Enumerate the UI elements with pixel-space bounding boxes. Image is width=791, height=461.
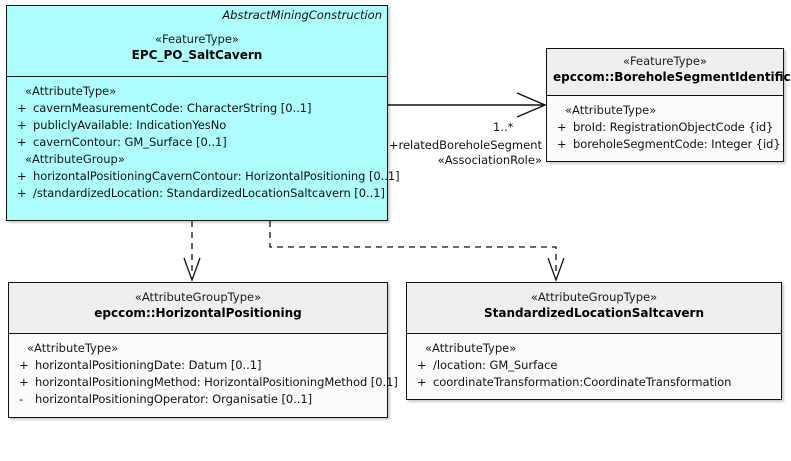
class-body: «AttributeType» + /location: GM_Surface +… — [407, 334, 781, 399]
association-role-label: +relatedBoreholeSegment — [388, 138, 542, 152]
attribute-row: + horizontalPositioningCavernContour: Hor… — [11, 168, 400, 185]
attribute-row: + horizontalPositioningMethod: Horizontal… — [13, 374, 398, 391]
class-body: «AttributeType» + broId: RegistrationObje… — [547, 96, 783, 160]
visibility-marker: + — [17, 169, 27, 183]
visibility-marker: + — [17, 135, 27, 149]
abstract-package-tag: AbstractMiningConstruction — [222, 8, 382, 22]
class-borehole-segment-identification[interactable]: «FeatureType» epccom::BoreholeSegmentIde… — [546, 48, 791, 162]
class-name: StandardizedLocationSaltcavern — [483, 306, 704, 320]
attribute-group-label: «AttributeType» — [425, 341, 517, 355]
association-relatedBoreholeSegment — [388, 92, 547, 118]
attribute-row: + coordinateTransformation:CoordinateTran… — [411, 374, 775, 391]
attribute-text: horizontalPositioningMethod: HorizontalP… — [35, 375, 398, 389]
visibility-marker: + — [557, 120, 567, 134]
attribute-row: + boreholeSegmentCode: Integer {id} — [551, 136, 781, 153]
attribute-text: horizontalPositioningDate: Datum [0..1] — [35, 358, 262, 372]
class-stereotype: «AttributeGroupType» — [530, 290, 658, 304]
association-multiplicity: 1..* — [493, 120, 514, 134]
attribute-row: + horizontalPositioningDate: Datum [0..1] — [13, 357, 381, 374]
attribute-row: + cavernContour: GM_Surface [0..1] — [11, 134, 381, 151]
visibility-marker: - — [19, 392, 24, 406]
attribute-text: boreholeSegmentCode: Integer {id} — [573, 137, 781, 151]
class-stereotype: «FeatureType» — [623, 54, 707, 68]
class-name: epccom::BoreholeSegmentIdentification — [553, 70, 791, 84]
attribute-group-label: «AttributeGroup» — [25, 152, 125, 166]
attribute-row: + /standardizedLocation: StandardizedLoca… — [11, 185, 385, 202]
attribute-text: horizontalPositioningOperator: Organisat… — [35, 392, 313, 406]
attribute-text: cavernContour: GM_Surface [0..1] — [33, 135, 227, 149]
class-stereotype: «FeatureType» — [155, 32, 239, 46]
attribute-row: + broId: RegistrationObjectCode {id} — [551, 119, 777, 136]
class-header: «FeatureType» epccom::BoreholeSegmentIde… — [547, 49, 791, 96]
visibility-marker: + — [19, 375, 29, 389]
visibility-marker: + — [19, 358, 29, 372]
visibility-marker: + — [17, 101, 27, 115]
attribute-row: + publiclyAvailable: IndicationYesNo — [11, 117, 381, 134]
attribute-text: /standardizedLocation: StandardizedLocat… — [33, 186, 385, 200]
class-body: «AttributeType» + horizontalPositioningDa… — [9, 334, 398, 417]
attribute-text: publiclyAvailable: IndicationYesNo — [33, 118, 227, 132]
attribute-text: coordinateTransformation:CoordinateTrans… — [433, 375, 732, 389]
association-role-stereotype: «AssociationRole» — [437, 153, 542, 167]
attribute-text: broId: RegistrationObjectCode {id} — [573, 120, 774, 134]
class-stereotype: «AttributeGroupType» — [134, 290, 262, 304]
attribute-row: + /location: GM_Surface — [411, 357, 775, 374]
attribute-group-label: «AttributeType» — [25, 84, 117, 98]
visibility-marker: + — [557, 137, 567, 151]
attribute-row: -horizontalPositioningOperator: Organisa… — [13, 391, 381, 408]
attribute-text: cavernMeasurementCode: CharacterString [… — [33, 101, 312, 115]
class-name: EPC_PO_SaltCavern — [131, 48, 263, 62]
class-epc-po-saltcavern[interactable]: AbstractMiningConstruction «FeatureType»… — [6, 5, 400, 221]
class-header: «AttributeGroupType» StandardizedLocatio… — [407, 283, 781, 334]
visibility-marker: + — [417, 358, 427, 372]
class-horizontal-positioning[interactable]: «AttributeGroupType» epccom::HorizontalP… — [8, 282, 398, 418]
attribute-row: + cavernMeasurementCode: CharacterString … — [11, 100, 381, 117]
visibility-marker: + — [17, 186, 27, 200]
attribute-text: /location: GM_Surface — [433, 358, 558, 372]
visibility-marker: + — [17, 118, 27, 132]
class-body: «AttributeType» + cavernMeasurementCode: … — [7, 77, 400, 220]
attribute-group-label: «AttributeType» — [565, 103, 657, 117]
dependency-standardized-location — [269, 221, 565, 282]
class-name: epccom::HorizontalPositioning — [94, 306, 302, 320]
dependency-horizontal-positioning — [183, 221, 201, 282]
class-standardized-location-saltcavern[interactable]: «AttributeGroupType» StandardizedLocatio… — [406, 282, 782, 400]
attribute-text: horizontalPositioningCavernContour: Hori… — [33, 169, 400, 183]
visibility-marker: + — [417, 375, 427, 389]
class-header: «AttributeGroupType» epccom::HorizontalP… — [9, 283, 387, 334]
class-header: AbstractMiningConstruction «FeatureType»… — [7, 6, 387, 77]
attribute-group-label: «AttributeType» — [27, 341, 119, 355]
